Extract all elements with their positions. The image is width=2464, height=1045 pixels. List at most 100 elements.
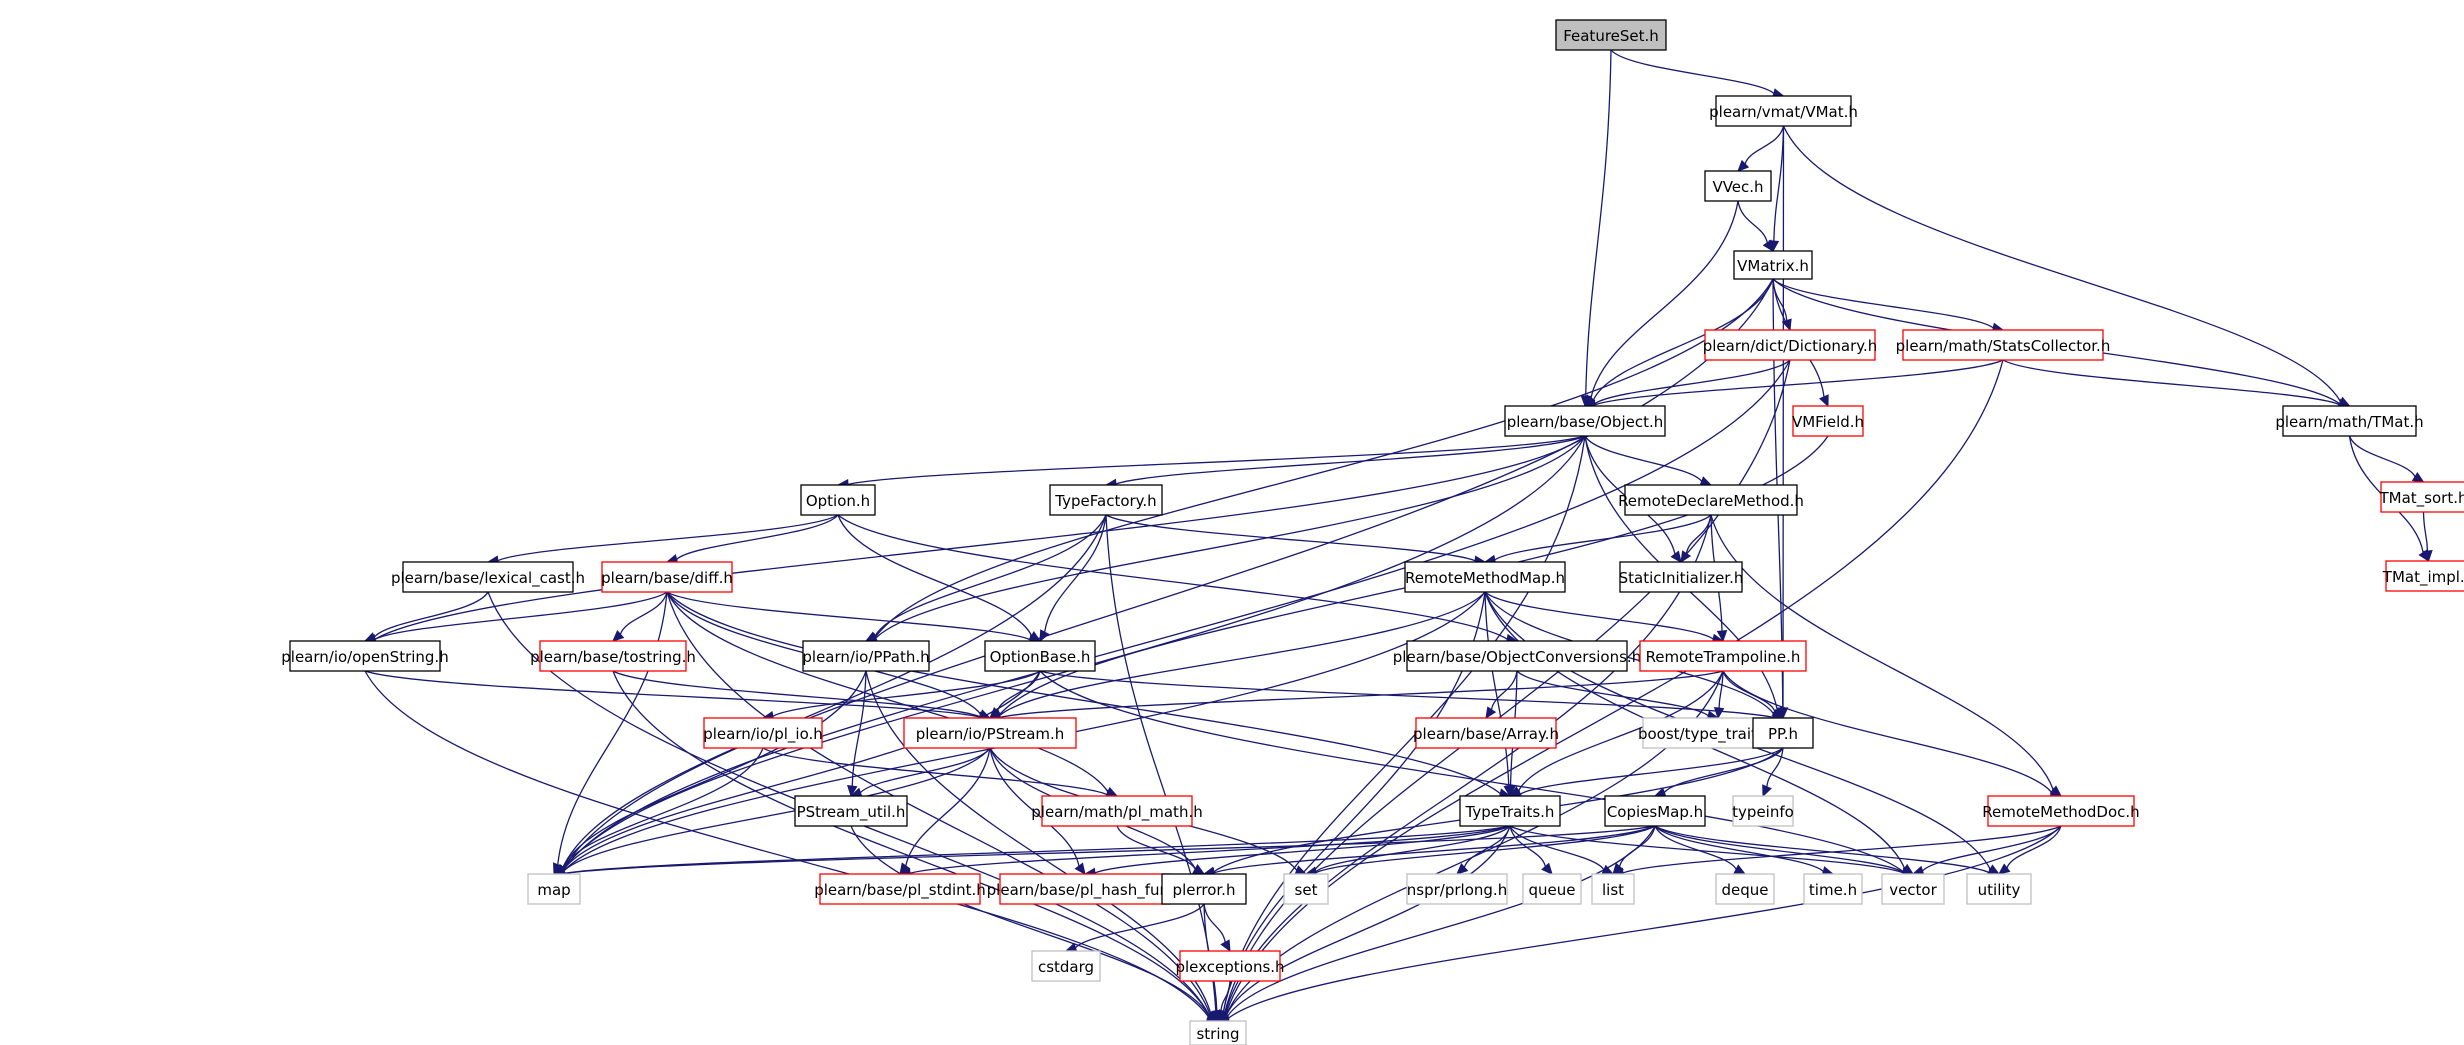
node-label: string [1196,1025,1239,1043]
node-box [1031,950,1101,982]
node-remotemethodmap[interactable]: RemoteMethodMap.h [1404,561,1566,593]
edge-line [1722,670,2053,793]
edge-line [837,514,1508,640]
node-label: StaticInitializer.h [1619,569,1744,587]
edge-line [1654,825,1737,870]
node-remotetramp[interactable]: RemoteTrampoline.h [1639,640,1807,672]
node-box [1987,795,2135,827]
edge-option-to-optionbase [837,514,1042,642]
node-plhashfun[interactable]: plearn/base/pl_hash_fun.h [987,873,1184,905]
node-label: map [537,881,570,899]
node-label: TypeFactory.h [1054,492,1156,510]
node-lexicalcast[interactable]: plearn/base/lexical_cast.h [391,561,585,593]
edge-vmat-to-vvec [1737,125,1785,172]
edge-line [1622,825,2062,874]
node-option[interactable]: Option.h [800,484,876,516]
node-remotedeclare[interactable]: RemoteDeclareMethod.h [1618,484,1804,516]
edge-line [1773,125,1785,242]
node-pstream[interactable]: plearn/io/PStream.h [903,717,1077,749]
edge-line [874,514,1107,637]
edge-line [1772,278,1994,329]
node-tmatsort[interactable]: TMat_sort.h [2379,481,2464,513]
node-label: Option.h [806,492,870,510]
node-vmfield[interactable]: VMField.h [1792,405,1864,437]
node-label: CopiesMap.h [1607,803,1703,821]
node-label: RemoteDeclareMethod.h [1618,492,1804,510]
node-vmat[interactable]: plearn/vmat/VMat.h [1709,95,1858,127]
edge-arrowhead [1485,706,1497,720]
edge-line [1490,670,1518,710]
edge-line [563,825,1511,875]
node-copiesmap[interactable]: CopiesMap.h [1604,795,1706,827]
edge-line [1225,825,1511,1016]
node-typeinfo: typeinfo [1732,795,1794,827]
edge-line [563,825,1656,875]
node-plexceptions[interactable]: plexceptions.h [1175,950,1285,982]
node-staticinit[interactable]: StaticInitializer.h [1619,561,1744,593]
node-box [1179,950,1281,982]
node-box [1522,873,1582,905]
node-ppath[interactable]: plearn/io/PPath.h [802,640,930,672]
edge-object-to-ppath [864,435,1586,644]
node-openstring[interactable]: plearn/io/openString.h [281,640,449,672]
node-pstreamutil[interactable]: PStream_util.h [794,795,908,827]
node-box [1459,795,1561,827]
node-tmatimpl[interactable]: TMat_impl.h [2382,560,2464,592]
node-box [2385,560,2464,592]
node-object[interactable]: plearn/base/Object.h [1504,405,1666,437]
edge-line [1722,670,1776,713]
node-box [1624,484,1798,516]
edge-tmat-to-tmatsort [2348,435,2425,483]
edge-arrowhead [1762,784,1772,798]
edge-arrowhead [1716,630,1728,643]
node-pp[interactable]: PP.h [1752,717,1814,749]
node-label: plearn/math/StatsCollector.h [1896,337,2111,355]
node-featureset[interactable]: FeatureSet.h [1555,19,1667,51]
node-typefactory[interactable]: TypeFactory.h [1049,484,1163,516]
node-array[interactable]: plearn/base/Array.h [1413,717,1559,749]
node-box [984,640,1096,672]
edge-copiesmap-to-timeh [1654,825,1835,877]
node-box [1715,873,1775,905]
edge-optionbase-to-pstream [989,670,1041,719]
edge-line [2422,511,2429,552]
node-optionbase[interactable]: OptionBase.h [984,640,1096,672]
node-plerror[interactable]: plerror.h [1161,873,1247,905]
edge-arrowhead [1771,707,1784,719]
node-tostring[interactable]: plearn/base/tostring.h [530,640,696,672]
node-dictionary[interactable]: plearn/dict/Dictionary.h [1703,329,1878,361]
node-box [1902,329,2104,361]
node-typetraits[interactable]: TypeTraits.h [1459,795,1561,827]
node-label: TMat_sort.h [2379,489,2464,508]
edge-line [1585,49,1612,397]
node-box [1049,484,1163,516]
node-box [802,640,930,672]
edge-remotetramp-to-boosttt [1713,670,1725,720]
edge-arrowhead [1670,550,1682,563]
edge-option-to-lexicalcast [486,514,839,566]
node-diff[interactable]: plearn/base/diff.h [601,561,733,593]
edge-diff-to-map [553,591,668,876]
edge-object-to-typefactory [1104,435,1586,490]
edge-line [612,670,981,718]
node-vvec[interactable]: VVec.h [1704,170,1772,202]
node-string: string [1189,1020,1247,1045]
node-plstdint[interactable]: plearn/base/pl_stdint.h [814,873,986,905]
node-box [1792,405,1864,437]
node-objconv[interactable]: plearn/base/ObjectConversions.h [1393,640,1641,672]
node-label: RemoteMethodDoc.h [1982,803,2139,821]
edge-plexceptions-to-string [1215,980,1231,1023]
node-statscollector[interactable]: plearn/math/StatsCollector.h [1896,329,2111,361]
node-tmat[interactable]: plearn/math/TMat.h [2275,405,2424,437]
edge-arrowhead [1680,550,1692,564]
node-box [1041,795,1193,827]
edge-copiesmap-to-vector [1654,825,1915,878]
edge-vvec-to-vmatrix [1737,200,1774,252]
node-remotemethoddoc[interactable]: RemoteMethodDoc.h [1982,795,2140,827]
node-plmath[interactable]: plearn/math/pl_math.h [1031,795,1203,827]
edge-object-to-remotedeclare [1584,435,1713,487]
edge-line [666,591,1109,793]
node-vmatrix[interactable]: VMatrix.h [1733,250,1813,280]
node-plio[interactable]: plearn/io/pl_io.h [703,717,823,749]
